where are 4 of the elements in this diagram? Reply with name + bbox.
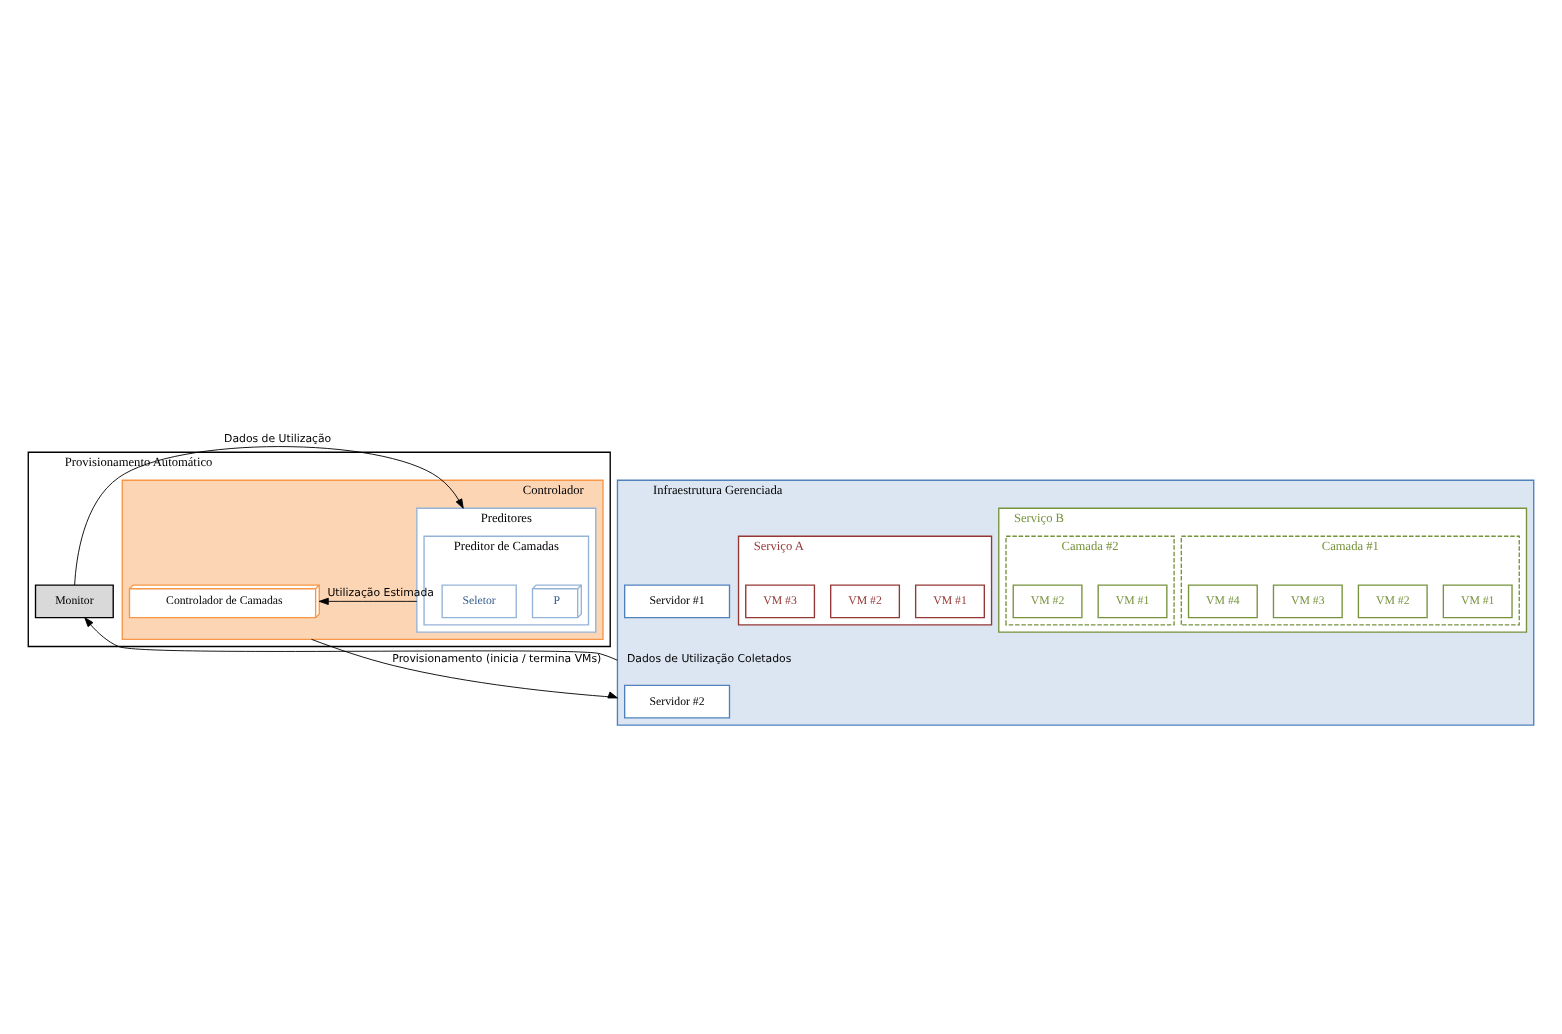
arrow xyxy=(84,616,618,660)
arrow xyxy=(74,445,464,585)
arrow xyxy=(311,637,618,698)
arrow xyxy=(318,596,418,604)
